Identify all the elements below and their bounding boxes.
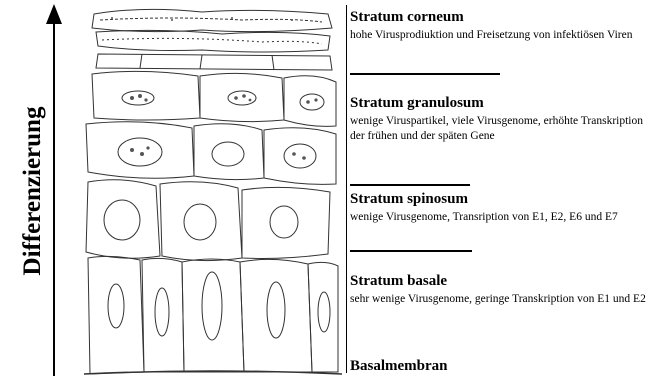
layer-granulosum-desc: wenige Viruspartikel, viele Virusgenome,… [350, 114, 656, 144]
differentiation-axis: Differenzierung [0, 0, 80, 380]
layer-spinosum-desc: wenige Virusgenome, Transription von E1,… [350, 210, 656, 225]
stratum-corneum-cells [92, 9, 332, 70]
layer-corneum-desc: hohe Virusprodiuktion und Freisetzung vo… [350, 28, 656, 43]
separator-1 [350, 73, 500, 75]
layer-corneum-title: Stratum corneum [350, 9, 656, 26]
basalmembran-label: Basalmembran [350, 358, 656, 375]
layer-granulosum-title: Stratum granulosum [350, 95, 656, 112]
layer-basale-title: Stratum basale [350, 273, 656, 290]
layer-granulosum: Stratum granulosum wenige Viruspartikel,… [350, 95, 656, 144]
layer-corneum: Stratum corneum hohe Virusprodiuktion un… [350, 9, 656, 43]
layer-spinosum: Stratum spinosum wenige Virusgenome, Tra… [350, 191, 656, 225]
stratum-basale-cells [88, 256, 338, 374]
basalmembran-title: Basalmembran [350, 358, 656, 375]
layer-basale: Stratum basale sehr wenige Virusgenome, … [350, 273, 656, 307]
stratum-granulosum-cells [86, 71, 336, 184]
layer-spinosum-title: Stratum spinosum [350, 191, 656, 208]
separator-3 [350, 250, 472, 252]
axis-title: Differenzierung [20, 76, 46, 306]
stratum-spinosum-cells [86, 180, 330, 261]
divider-vertical [346, 5, 347, 373]
separator-2 [350, 184, 470, 186]
layer-basale-desc: sehr wenige Virusgenome, geringe Transkr… [350, 292, 656, 307]
epidermis-illustration [82, 6, 344, 378]
